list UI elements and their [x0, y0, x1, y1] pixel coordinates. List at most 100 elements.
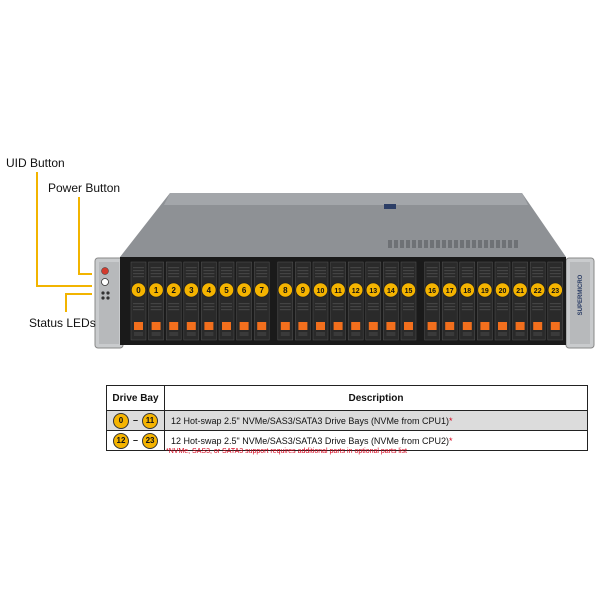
drive-carrier[interactable] — [477, 261, 493, 341]
drive-carrier[interactable] — [547, 261, 564, 341]
power-button[interactable] — [101, 278, 109, 286]
drive-carrier[interactable] — [529, 261, 546, 341]
drive-release-latch[interactable] — [404, 322, 413, 330]
drive-release-latch[interactable] — [186, 322, 196, 330]
drive-carrier[interactable] — [277, 261, 294, 341]
carrier-vent — [350, 267, 362, 269]
carrier-vent — [461, 309, 473, 311]
drive-bay-number: 16 — [428, 288, 436, 295]
status-led-1 — [101, 291, 105, 295]
drive-carrier[interactable] — [459, 261, 476, 341]
description-text: 12 Hot-swap 2.5" NVMe/SAS3/SATA3 Drive B… — [171, 415, 449, 426]
top-vent-slot — [400, 240, 404, 248]
drive-release-latch[interactable] — [298, 322, 308, 330]
carrier-vent — [203, 309, 215, 311]
drive-release-latch[interactable] — [169, 322, 179, 330]
carrier-vent — [479, 270, 491, 272]
drive-carrier[interactable] — [130, 261, 147, 341]
drive-release-latch[interactable] — [427, 322, 437, 330]
carrier-vent — [315, 309, 326, 311]
carrier-vent — [497, 273, 508, 275]
header-description: Description — [164, 385, 588, 411]
carrier-vent — [461, 267, 473, 269]
drive-handle — [333, 332, 343, 336]
drive-release-latch[interactable] — [280, 322, 290, 330]
drive-handle — [550, 332, 560, 336]
drive-release-latch[interactable] — [222, 322, 231, 330]
status-led-3 — [101, 296, 105, 300]
drive-carrier[interactable] — [165, 261, 182, 341]
drive-bay-number: 15 — [405, 288, 413, 295]
drive-release-latch[interactable] — [368, 322, 378, 330]
drive-carrier[interactable] — [365, 261, 382, 341]
drive-release-latch[interactable] — [480, 322, 490, 330]
carrier-vent — [256, 276, 268, 278]
carrier-vent — [549, 273, 561, 275]
uid-button[interactable] — [101, 267, 109, 275]
drive-release-latch[interactable] — [498, 322, 507, 330]
drive-bay-number: 1 — [154, 286, 159, 295]
drive-release-latch[interactable] — [533, 322, 543, 330]
drive-carrier[interactable] — [424, 261, 440, 341]
carrier-vent — [133, 267, 144, 269]
top-vent-slot — [424, 240, 428, 248]
drive-bay-number: 13 — [369, 288, 377, 295]
drive-bay-badge — [254, 282, 270, 298]
carrier-vent — [549, 276, 561, 278]
drive-release-latch[interactable] — [462, 322, 472, 330]
drive-carrier[interactable] — [400, 261, 417, 341]
carrier-vent — [532, 309, 544, 311]
drive-carrier[interactable] — [183, 261, 200, 341]
drive-release-latch[interactable] — [239, 322, 249, 330]
drive-bay-number: 12 — [352, 288, 360, 295]
carrier-vent — [461, 303, 473, 305]
bay-range-cell: 0–11 — [106, 410, 165, 431]
drive-carrier[interactable] — [347, 261, 364, 341]
drive-carrier[interactable] — [383, 261, 399, 341]
carrier-vent — [461, 276, 473, 278]
carrier-vent — [426, 270, 438, 272]
carrier-vent — [332, 303, 344, 305]
drive-release-latch[interactable] — [134, 322, 143, 330]
drive-carrier[interactable] — [201, 261, 217, 341]
carrier-vent — [532, 276, 544, 278]
drive-carrier[interactable] — [236, 261, 252, 341]
drive-release-latch[interactable] — [550, 322, 560, 330]
drive-carrier[interactable] — [218, 261, 235, 341]
drive-carrier[interactable] — [148, 261, 164, 341]
drive-carrier[interactable] — [295, 261, 311, 341]
carrier-vent — [168, 276, 180, 278]
drive-release-latch[interactable] — [386, 322, 396, 330]
drive-release-latch[interactable] — [515, 322, 525, 330]
power-button-label: Power Button — [48, 181, 121, 195]
drive-carrier[interactable] — [441, 261, 458, 341]
carrier-vent — [332, 309, 344, 311]
drive-release-latch[interactable] — [333, 322, 343, 330]
drive-release-latch[interactable] — [351, 322, 361, 330]
drive-carrier[interactable] — [330, 261, 346, 341]
carrier-vent — [221, 273, 232, 275]
carrier-vent — [367, 276, 379, 278]
drive-bay-badge — [494, 282, 511, 298]
carrier-vent — [133, 306, 144, 308]
drive-release-latch[interactable] — [445, 322, 455, 330]
carrier-vent — [426, 267, 438, 269]
carrier-vent — [238, 270, 250, 272]
drive-carrier[interactable] — [312, 261, 329, 341]
top-vents — [388, 240, 518, 248]
carrier-vent — [315, 303, 326, 305]
drive-carrier[interactable] — [253, 261, 270, 341]
drive-bay-badge — [130, 282, 147, 298]
drive-release-latch[interactable] — [257, 322, 267, 330]
carrier-vent — [150, 303, 162, 305]
drive-bay-badge — [365, 282, 381, 298]
drive-handle — [280, 332, 290, 336]
drive-release-latch[interactable] — [151, 322, 161, 330]
carrier-vent — [444, 270, 456, 272]
drive-release-latch[interactable] — [204, 322, 214, 330]
drive-release-latch[interactable] — [316, 322, 325, 330]
drive-carrier[interactable] — [512, 261, 528, 341]
drive-handle — [186, 332, 196, 336]
carrier-vent — [150, 276, 162, 278]
drive-carrier[interactable] — [494, 261, 511, 341]
